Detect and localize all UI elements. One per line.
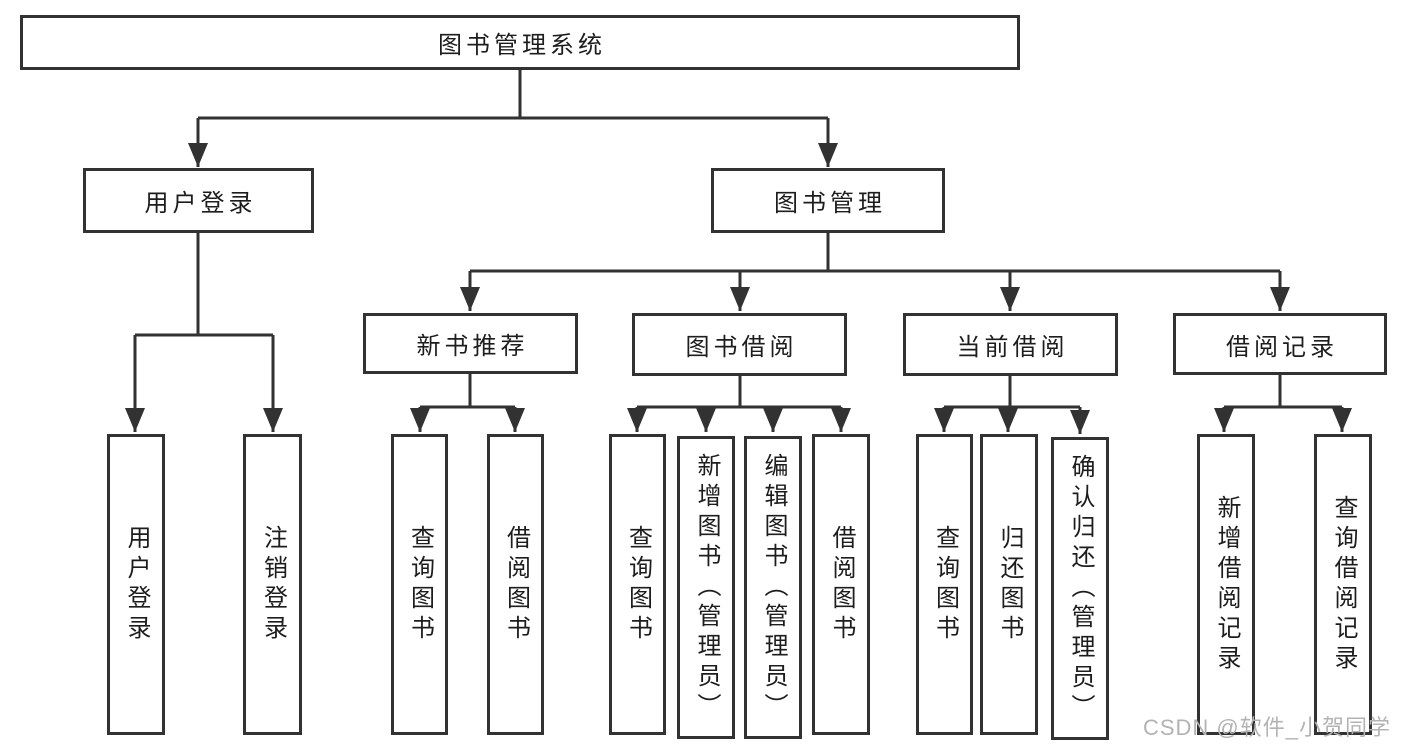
node-user-login: 用户登录 [83, 168, 314, 233]
leaf-query-book-1: 查询图书 [391, 434, 448, 735]
node-label: 新增借阅记录 [1213, 494, 1240, 675]
node-label: 用户登录 [123, 524, 150, 645]
node-label: 新书推荐 [416, 333, 529, 360]
leaf-edit-book-admin: 编辑图书（管理员） [744, 436, 802, 739]
node-label: 当前借阅 [956, 334, 1069, 361]
node-label: 借阅记录 [1226, 333, 1338, 361]
node-label: 归还图书 [996, 524, 1023, 645]
node-book-borrow: 图书借阅 [632, 313, 847, 376]
leaf-query-book-2: 查询图书 [609, 434, 666, 735]
node-label: 新增图书（管理员） [693, 452, 720, 723]
node-new-book-recommend: 新书推荐 [363, 313, 578, 374]
node-label: 图书管理系统 [438, 32, 606, 59]
leaf-user-login: 用户登录 [107, 434, 165, 735]
node-borrow-records: 借阅记录 [1173, 313, 1387, 375]
node-label: 借阅图书 [502, 524, 530, 645]
node-label: 图书借阅 [685, 334, 798, 361]
leaf-return-book: 归还图书 [980, 434, 1038, 735]
node-label: 确认归还（管理员） [1067, 453, 1094, 724]
node-label: 查询图书 [931, 524, 959, 645]
node-label: 查询图书 [406, 524, 434, 645]
node-label: 查询借阅记录 [1330, 494, 1357, 675]
node-label: 注销登录 [259, 524, 287, 645]
node-label: 编辑图书（管理员） [760, 452, 787, 723]
node-book-management: 图书管理 [711, 168, 945, 233]
leaf-borrow-book-1: 借阅图书 [487, 434, 544, 735]
node-label: 图书管理 [774, 190, 886, 217]
node-label: 用户登录 [144, 190, 257, 217]
node-label: 借阅图书 [828, 524, 855, 645]
node-current-borrow: 当前借阅 [903, 313, 1118, 376]
node-root: 图书管理系统 [20, 15, 1020, 70]
leaf-borrow-book-2: 借阅图书 [812, 434, 870, 735]
leaf-logout: 注销登录 [243, 434, 302, 735]
leaf-add-borrow-record: 新增借阅记录 [1197, 434, 1255, 735]
csdn-watermark: CSDN @软件_小贺同学 [1142, 715, 1391, 740]
leaf-query-book-3: 查询图书 [916, 434, 973, 735]
leaf-query-borrow-record: 查询借阅记录 [1314, 434, 1372, 735]
leaf-confirm-return-admin: 确认归还（管理员） [1051, 437, 1109, 740]
leaf-add-book-admin: 新增图书（管理员） [677, 436, 735, 739]
node-label: 查询图书 [624, 524, 652, 645]
